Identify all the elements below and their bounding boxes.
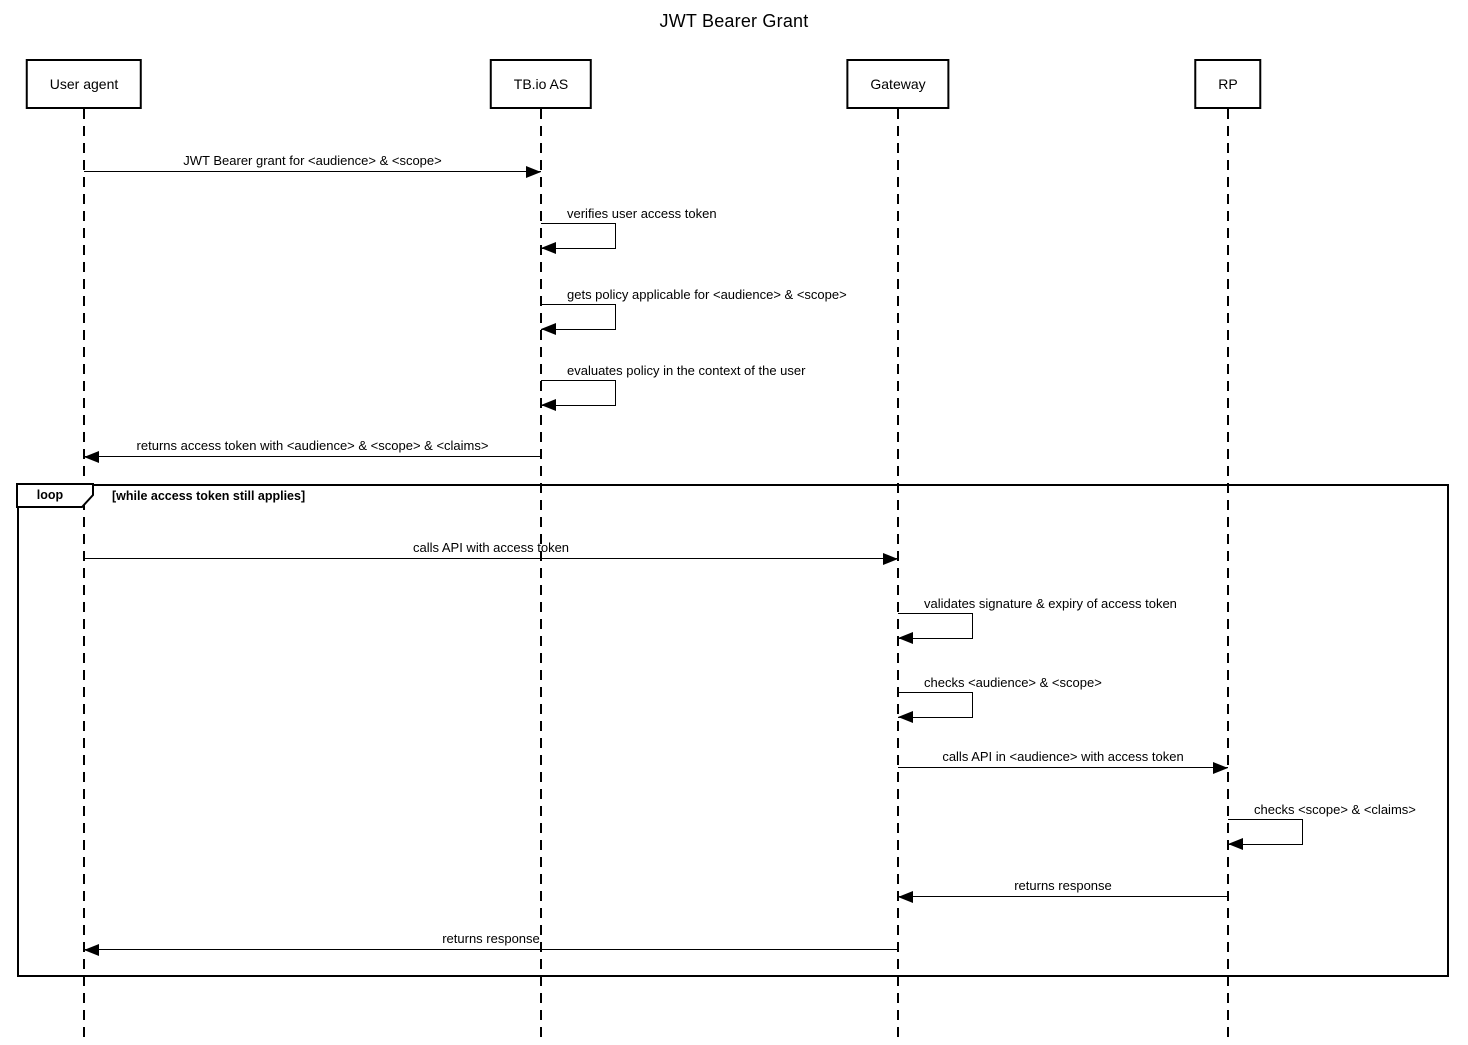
self-message <box>541 304 616 330</box>
participant-label: Gateway <box>870 76 926 92</box>
arrowhead-icon <box>541 242 556 254</box>
message-line <box>898 896 1228 897</box>
participant-rp: RP <box>1194 59 1262 109</box>
participant-label: User agent <box>49 76 119 92</box>
arrowhead-icon <box>1213 762 1228 774</box>
message-label: gets policy applicable for <audience> & … <box>567 287 847 302</box>
message-label: checks <scope> & <claims> <box>1254 802 1416 817</box>
loop-guard-label: [while access token still applies] <box>112 489 306 503</box>
self-message <box>898 613 973 639</box>
arrowhead-icon <box>84 451 99 463</box>
self-message <box>1228 819 1303 845</box>
arrowhead-icon <box>898 711 913 723</box>
message-label: calls API with access token <box>412 540 570 555</box>
message-label: JWT Bearer grant for <audience> & <scope… <box>183 153 442 168</box>
arrowhead-icon <box>84 944 99 956</box>
message-label: returns response <box>442 931 540 946</box>
loop-operator-label: loop <box>36 488 64 502</box>
lifeline-tbio-as <box>540 109 542 1041</box>
message-line <box>84 949 898 950</box>
arrowhead-icon <box>541 323 556 335</box>
arrowhead-icon <box>898 891 913 903</box>
message-label: calls API in <audience> with access toke… <box>942 749 1184 764</box>
message-label: validates signature & expiry of access t… <box>924 596 1177 611</box>
message-label: returns response <box>1014 878 1112 893</box>
self-message <box>541 223 616 249</box>
arrowhead-icon <box>1228 838 1243 850</box>
participant-user-agent: User agent <box>25 59 143 109</box>
arrowhead-icon <box>541 399 556 411</box>
arrowhead-icon <box>526 166 541 178</box>
participant-label: RP <box>1218 76 1238 92</box>
message-label: checks <audience> & <scope> <box>924 675 1102 690</box>
message-line <box>84 456 541 457</box>
self-message <box>541 380 616 406</box>
self-message <box>898 692 973 718</box>
participant-label: TB.io AS <box>513 76 569 92</box>
participant-tbio-as: TB.io AS <box>489 59 593 109</box>
message-label: evaluates policy in the context of the u… <box>567 363 806 378</box>
participant-gateway: Gateway <box>846 59 950 109</box>
lifeline-user-agent <box>83 109 85 1041</box>
message-line <box>84 558 898 559</box>
message-line <box>84 171 541 172</box>
message-line <box>898 767 1228 768</box>
lifeline-rp <box>1227 109 1229 1041</box>
message-label: returns access token with <audience> & <… <box>136 438 489 453</box>
message-label: verifies user access token <box>567 206 717 221</box>
arrowhead-icon <box>898 632 913 644</box>
diagram-title: JWT Bearer Grant <box>659 11 809 31</box>
arrowhead-icon <box>883 553 898 565</box>
lifeline-gateway <box>897 109 899 1041</box>
